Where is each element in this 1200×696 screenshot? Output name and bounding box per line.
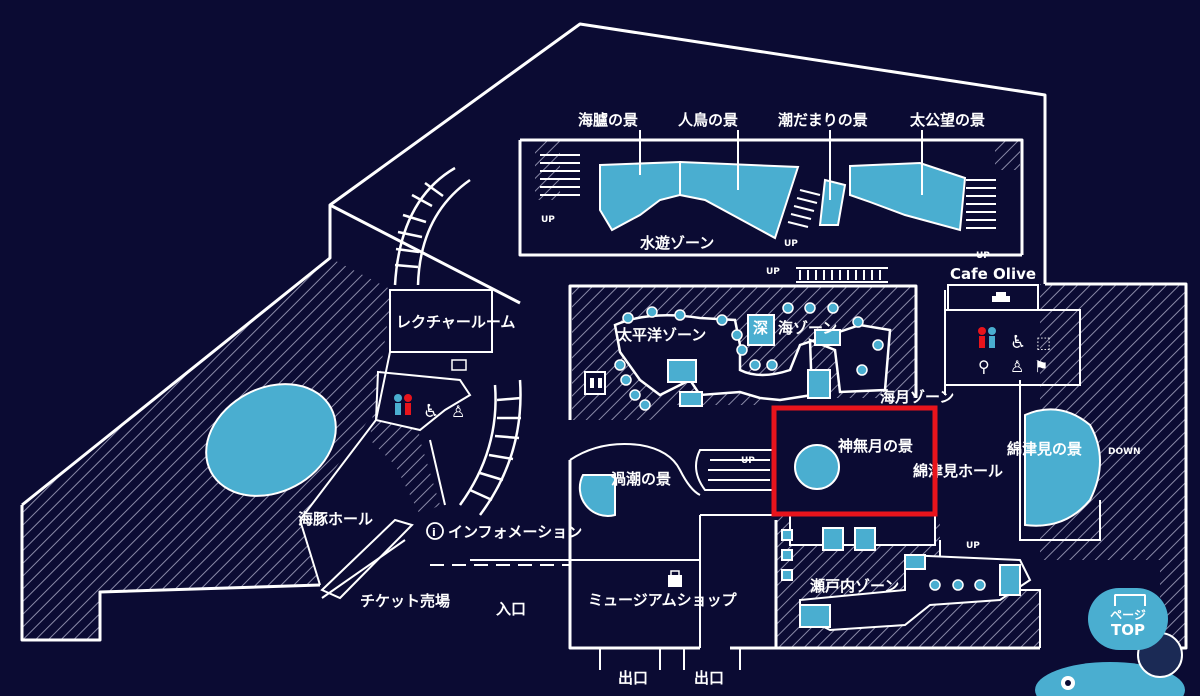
stairs-lower-left [458,379,522,516]
label-shop: ミュージアムショップ [588,591,738,609]
label-taiheiyo: 太平洋ゾーン [617,326,706,344]
svg-text:♿: ♿ [423,401,439,422]
label-hitotori: 人鳥の景 [678,111,738,129]
label-up-mid: UP [784,239,798,249]
page-top-button[interactable]: ページ TOP [1088,588,1168,650]
label-suiyu: 水遊ゾーン [640,234,714,252]
svg-text:⬚: ⬚ [1036,333,1051,352]
label-kannazuki: 神無月の景 [838,437,913,455]
uzushio-area [569,267,888,517]
label-up-cafe: UP [976,251,990,261]
label-up-setouchi: UP [966,541,980,551]
label-up-stairs: UP [741,456,755,466]
label-shinkai-rest: 海ゾーン [778,319,837,337]
label-entrance: 入口 [496,600,526,618]
label-lecture: レクチャールーム [396,313,515,331]
label-ticket: チケット売場 [360,592,450,610]
label-info: インフォメーション [448,523,582,541]
walls [20,22,1188,670]
label-shiodamari: 潮だまりの景 [778,111,868,129]
svg-text:i: i [432,526,436,539]
cafe-facilities: ♿ ⬚ ⚲ ♙ ⚑ [947,284,1051,376]
label-iruka: 海豚ホール [298,510,373,528]
label-exit-2: 出口 [694,669,724,687]
label-kaigetsu: 海月ゾーン [880,388,954,406]
svg-text:⚲: ⚲ [978,357,990,376]
page-top-line2: TOP [1111,621,1145,639]
info-icon: i [426,522,444,540]
label-cafe: Cafe Olive [950,265,1036,283]
left-structure [205,289,493,600]
label-watatsumi-hall: 綿津見ホール [913,462,1003,480]
label-kairo: 海臚の景 [578,111,638,129]
label-shinkai-char: 深 [753,319,768,337]
svg-text:♙: ♙ [1010,357,1024,376]
home-icon [1114,594,1146,606]
svg-text:♙: ♙ [451,402,465,421]
highlight-box [771,405,938,517]
label-exit-1: 出口 [618,669,648,687]
label-taikoubou: 太公望の景 [910,111,985,129]
label-down: DOWN [1108,447,1141,457]
label-setouchi: 瀬戸内ゾーン [810,577,899,595]
stairs-upper-left [393,166,471,286]
shop-bag-icon [668,570,682,587]
label-watatsumi: 綿津見の景 [1007,440,1082,458]
svg-text:♿: ♿ [1010,332,1026,353]
kannazuki-area [794,408,1101,527]
area-labels: 海臚の景 人鳥の景 潮だまりの景 太公望の景 水遊ゾーン Cafe Olive … [298,111,1141,687]
label-up-hall: UP [766,267,780,277]
center-tanks [584,302,892,411]
left-restroom-icons: ♿ ♙ [394,359,467,422]
top-tanks [540,130,996,240]
svg-text:⚑: ⚑ [1034,357,1048,376]
page-top-line1: ページ [1110,608,1146,622]
label-up-top-left: UP [541,215,555,225]
label-uzushio: 渦潮の景 [611,470,671,488]
setouchi-area [781,514,1032,632]
